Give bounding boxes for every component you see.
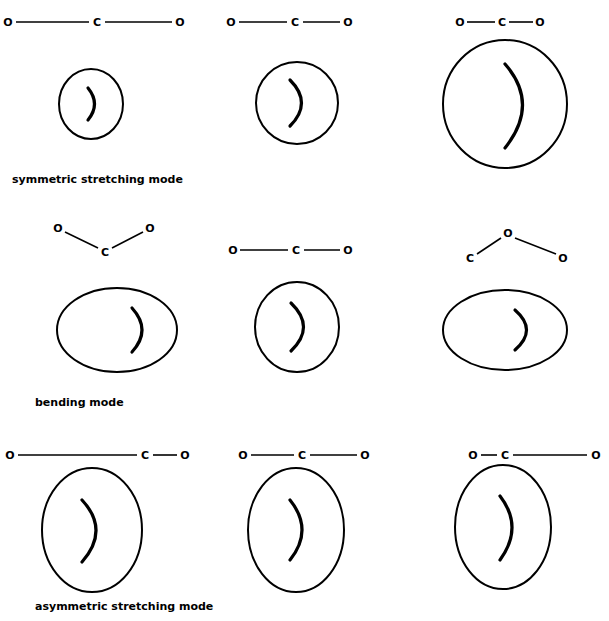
atom-label: O (343, 17, 352, 28)
atom-label: O (343, 245, 352, 256)
atom-label: O (591, 450, 600, 461)
atom-label: C (101, 247, 109, 258)
atom-label: C (498, 17, 506, 28)
pressure-arcs (82, 64, 527, 562)
mode-caption: bending mode (35, 397, 124, 408)
atom-label: O (228, 245, 237, 256)
atom-label: C (298, 450, 306, 461)
bond-lines (16, 22, 587, 455)
atom-label: C (141, 450, 149, 461)
atom-label: O (558, 253, 567, 264)
atom-label: O (3, 17, 12, 28)
atom-label: O (455, 17, 464, 28)
atom-label: O (360, 450, 369, 461)
atom-label: O (145, 223, 154, 234)
atom-label: C (501, 450, 509, 461)
atom-label: C (93, 17, 101, 28)
atom-label: O (180, 450, 189, 461)
atom-label: O (503, 228, 512, 239)
atom-label: O (468, 450, 477, 461)
atom-label: O (175, 17, 184, 28)
atom-label: C (291, 17, 299, 28)
atom-label: O (238, 450, 247, 461)
atom-label: O (5, 450, 14, 461)
bubble-outlines (42, 40, 567, 592)
atom-label: O (535, 17, 544, 28)
atom-label: C (466, 253, 474, 264)
atom-label: C (292, 245, 300, 256)
atom-label: O (226, 17, 235, 28)
atom-label: O (53, 223, 62, 234)
mode-caption: asymmetric stretching mode (35, 601, 213, 612)
mode-caption: symmetric stretching mode (12, 174, 183, 185)
